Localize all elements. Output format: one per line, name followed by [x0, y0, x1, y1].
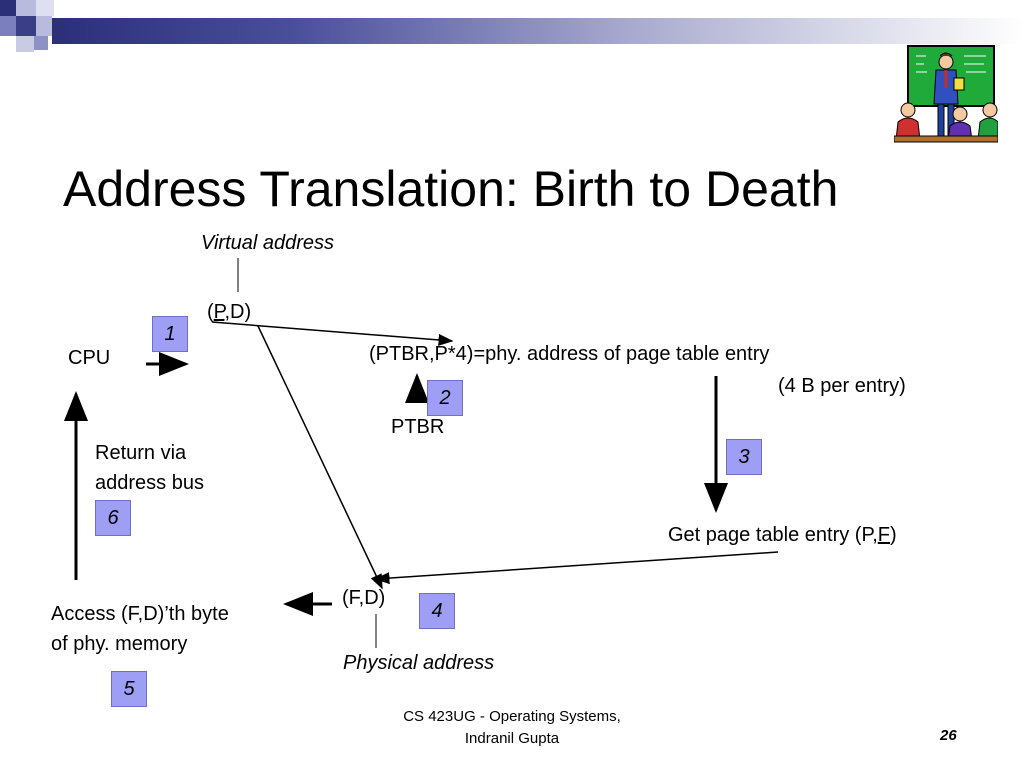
footer-text: CS 423UG - Operating Systems, Indranil G…	[372, 706, 652, 750]
step-box-2: 2	[427, 380, 463, 416]
decor-square-1	[0, 0, 16, 16]
ptbr-label: PTBR	[391, 416, 445, 438]
access-line1-label: Access (F,D)’th byte	[51, 603, 229, 625]
page-number: 26	[940, 727, 957, 744]
footer-line1: CS 423UG - Operating Systems,	[403, 708, 621, 725]
pd-label: (P,D)	[207, 301, 252, 323]
return-line2-label: address bus	[95, 472, 204, 494]
step-box-3: 3	[726, 439, 762, 475]
cpu-label: CPU	[68, 347, 111, 369]
get-entry-label: Get page table entry (P,F)	[668, 524, 897, 546]
decor-square-7	[16, 36, 34, 52]
decor-square-2	[16, 0, 36, 16]
virtual-address-label: Virtual address	[201, 232, 335, 254]
decor-square-3	[36, 0, 54, 16]
access-line2-label: of phy. memory	[51, 633, 188, 655]
step-box-4: 4	[419, 593, 455, 629]
ptbr-formula-label: (PTBR,P*4)=phy. address of page table en…	[369, 343, 770, 365]
per-entry-label: (4 B per entry)	[778, 375, 906, 397]
arrow-pd-to-ptbr-formula	[211, 321, 454, 346]
step-box-1: 1	[152, 316, 188, 352]
return-line1-label: Return via	[95, 442, 187, 464]
step-box-6: 6	[95, 500, 131, 536]
slide-title: Address Translation: Birth to Death	[63, 161, 839, 217]
top-gradient-bar	[52, 18, 1024, 44]
decor-square-4	[0, 16, 16, 36]
physical-address-label: Physical address	[343, 652, 495, 674]
decor-square-5	[16, 16, 36, 36]
decor-square-6	[36, 16, 52, 36]
line-pd-to-fd	[257, 325, 383, 590]
arrow-entry-to-fd	[374, 551, 779, 585]
teacher-clipart-icon	[894, 45, 998, 143]
footer-line2: Indranil Gupta	[464, 730, 560, 747]
fd-label: (F,D)	[342, 587, 386, 609]
decor-square-8	[34, 36, 48, 50]
step-box-5: 5	[111, 671, 147, 707]
